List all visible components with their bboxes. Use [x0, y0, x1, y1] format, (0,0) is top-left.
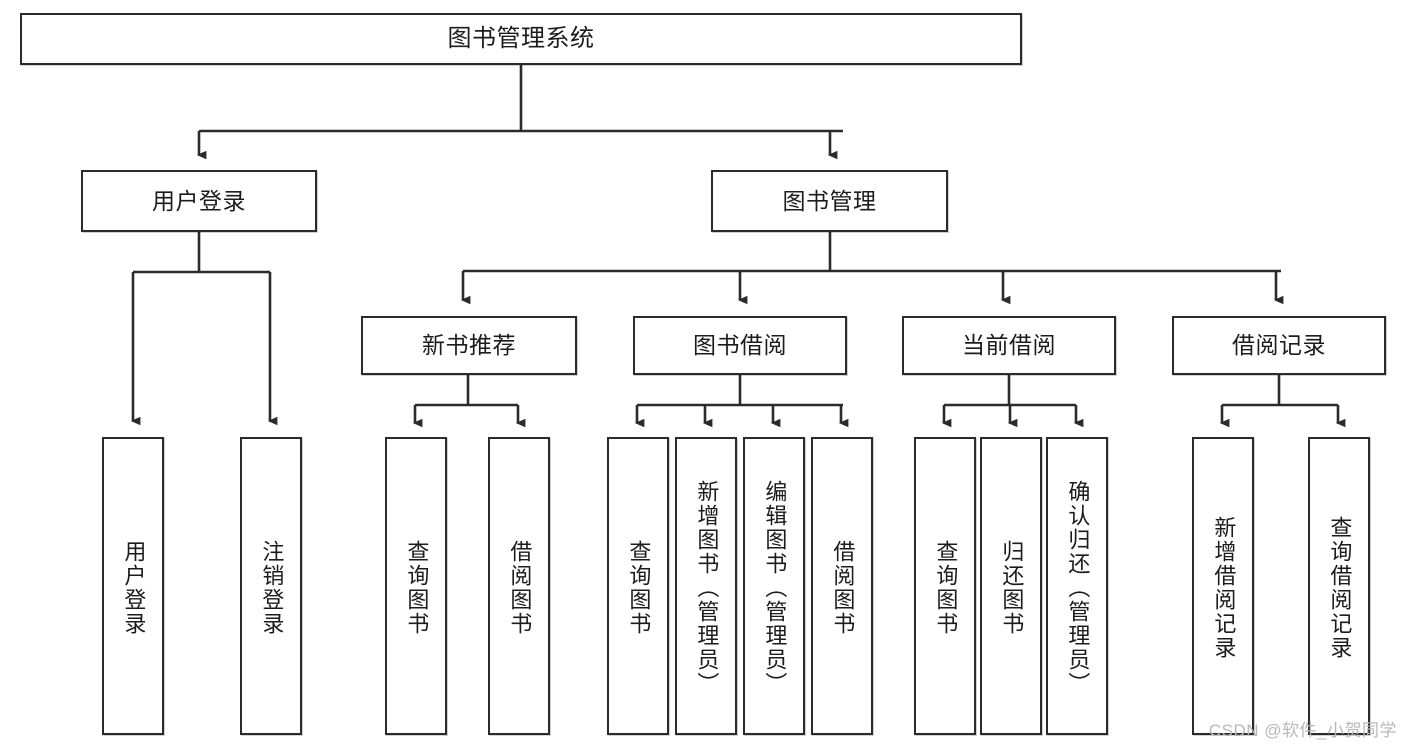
node-leaf-user-login[interactable]: 用户登录 [102, 437, 164, 735]
node-user-login[interactable]: 用户登录 [81, 170, 317, 232]
node-user-login-label: 用户登录 [152, 187, 246, 214]
node-leaf-query-book-3[interactable]: 查询图书 [914, 437, 976, 735]
node-new-book-recommend[interactable]: 新书推荐 [361, 316, 577, 375]
node-leaf-confirm-return[interactable]: 确认归还（管理员） [1046, 437, 1108, 735]
node-leaf-logout-label: 注销登录 [259, 540, 285, 636]
watermark-text: CSDN @软件_小贺同学 [1208, 721, 1397, 740]
node-root-label: 图书管理系统 [447, 25, 595, 53]
node-leaf-query-book-3-label: 查询图书 [933, 540, 959, 636]
node-book-borrow-label: 图书借阅 [693, 332, 787, 359]
node-leaf-borrow-book-2[interactable]: 借阅图书 [811, 437, 873, 735]
node-leaf-add-book[interactable]: 新增图书（管理员） [675, 437, 737, 735]
node-leaf-borrow-book-2-label: 借阅图书 [830, 540, 856, 636]
node-book-borrow[interactable]: 图书借阅 [633, 316, 847, 375]
node-leaf-query-book-2-label: 查询图书 [626, 540, 652, 636]
node-current-borrow[interactable]: 当前借阅 [902, 316, 1116, 375]
node-leaf-add-book-label: 新增图书（管理员） [694, 480, 720, 696]
node-leaf-borrow-book-1[interactable]: 借阅图书 [488, 437, 550, 735]
node-leaf-edit-book-label: 编辑图书（管理员） [762, 480, 788, 696]
node-borrow-record[interactable]: 借阅记录 [1172, 316, 1386, 375]
node-root[interactable]: 图书管理系统 [20, 13, 1022, 65]
node-leaf-query-record-label: 查询借阅记录 [1327, 516, 1353, 660]
node-leaf-query-book-1-label: 查询图书 [404, 540, 430, 636]
node-leaf-query-book-2[interactable]: 查询图书 [607, 437, 669, 735]
node-leaf-add-record[interactable]: 新增借阅记录 [1192, 437, 1254, 735]
node-leaf-logout[interactable]: 注销登录 [240, 437, 302, 735]
node-leaf-add-record-label: 新增借阅记录 [1211, 516, 1237, 660]
node-book-management[interactable]: 图书管理 [711, 170, 948, 232]
node-leaf-query-book-1[interactable]: 查询图书 [385, 437, 447, 735]
node-leaf-confirm-return-label: 确认归还（管理员） [1065, 480, 1091, 696]
node-leaf-edit-book[interactable]: 编辑图书（管理员） [743, 437, 805, 735]
node-current-borrow-label: 当前借阅 [962, 332, 1056, 359]
node-new-book-recommend-label: 新书推荐 [422, 332, 516, 359]
node-leaf-borrow-book-1-label: 借阅图书 [507, 540, 533, 636]
node-leaf-user-login-label: 用户登录 [121, 540, 147, 636]
node-leaf-return-book[interactable]: 归还图书 [980, 437, 1042, 735]
node-borrow-record-label: 借阅记录 [1232, 332, 1326, 359]
node-book-management-label: 图书管理 [782, 187, 877, 214]
node-leaf-return-book-label: 归还图书 [999, 540, 1025, 636]
node-leaf-query-record[interactable]: 查询借阅记录 [1308, 437, 1370, 735]
